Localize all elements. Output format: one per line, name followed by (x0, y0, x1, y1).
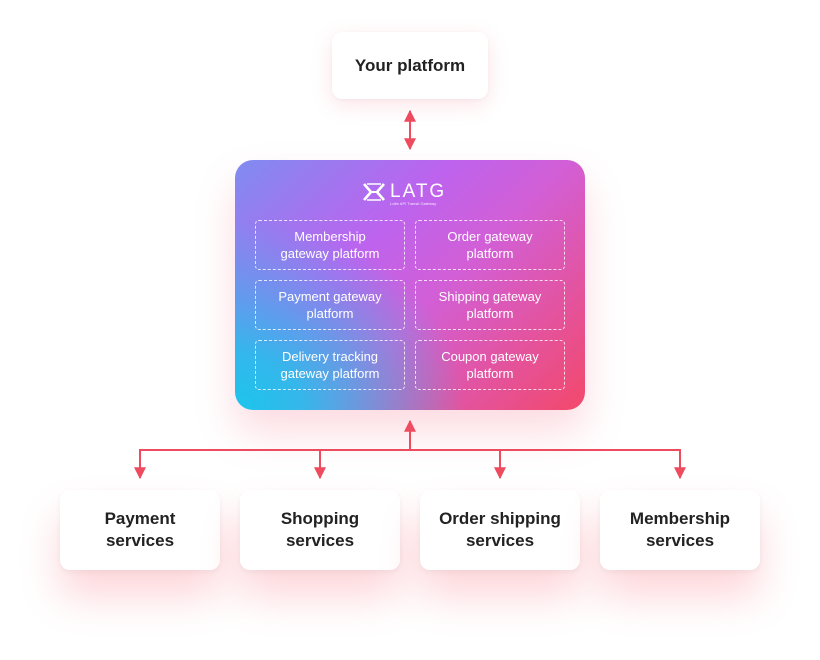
latg-logo: LATG Lotte API Transit Gateway (363, 182, 446, 208)
module-label: Membership gateway platform (280, 229, 380, 261)
service-label: Payment services (104, 509, 176, 550)
shopping-services-node: Shopping services (240, 490, 400, 570)
module-label: Shipping gateway platform (438, 289, 542, 321)
latg-logo-icon (363, 183, 385, 201)
module-payment-gateway: Payment gateway platform (255, 280, 405, 330)
latg-logo-text: LATG (390, 181, 447, 202)
order-shipping-services-node: Order shipping services (420, 490, 580, 570)
module-order-gateway: Order gateway platform (415, 220, 565, 270)
module-label: Delivery tracking gateway platform (280, 349, 380, 381)
service-label: Shopping services (280, 509, 360, 550)
service-label: Membership services (629, 509, 731, 550)
module-delivery-tracking-gateway: Delivery tracking gateway platform (255, 340, 405, 390)
module-label: Coupon gateway platform (441, 349, 539, 381)
latg-logo-subtitle: Lotte API Transit Gateway (390, 201, 437, 206)
module-shipping-gateway: Shipping gateway platform (415, 280, 565, 330)
payment-services-node: Payment services (60, 490, 220, 570)
your-platform-label: Your platform (354, 55, 466, 75)
latg-gateway-box: LATG Lotte API Transit Gateway Membershi… (235, 160, 585, 410)
module-label: Payment gateway platform (278, 289, 382, 321)
module-coupon-gateway: Coupon gateway platform (415, 340, 565, 390)
membership-services-node: Membership services (600, 490, 760, 570)
module-label: Order gateway platform (447, 229, 533, 261)
service-label: Order shipping services (439, 509, 561, 550)
module-membership-gateway: Membership gateway platform (255, 220, 405, 270)
your-platform-node: Your platform (332, 32, 488, 99)
